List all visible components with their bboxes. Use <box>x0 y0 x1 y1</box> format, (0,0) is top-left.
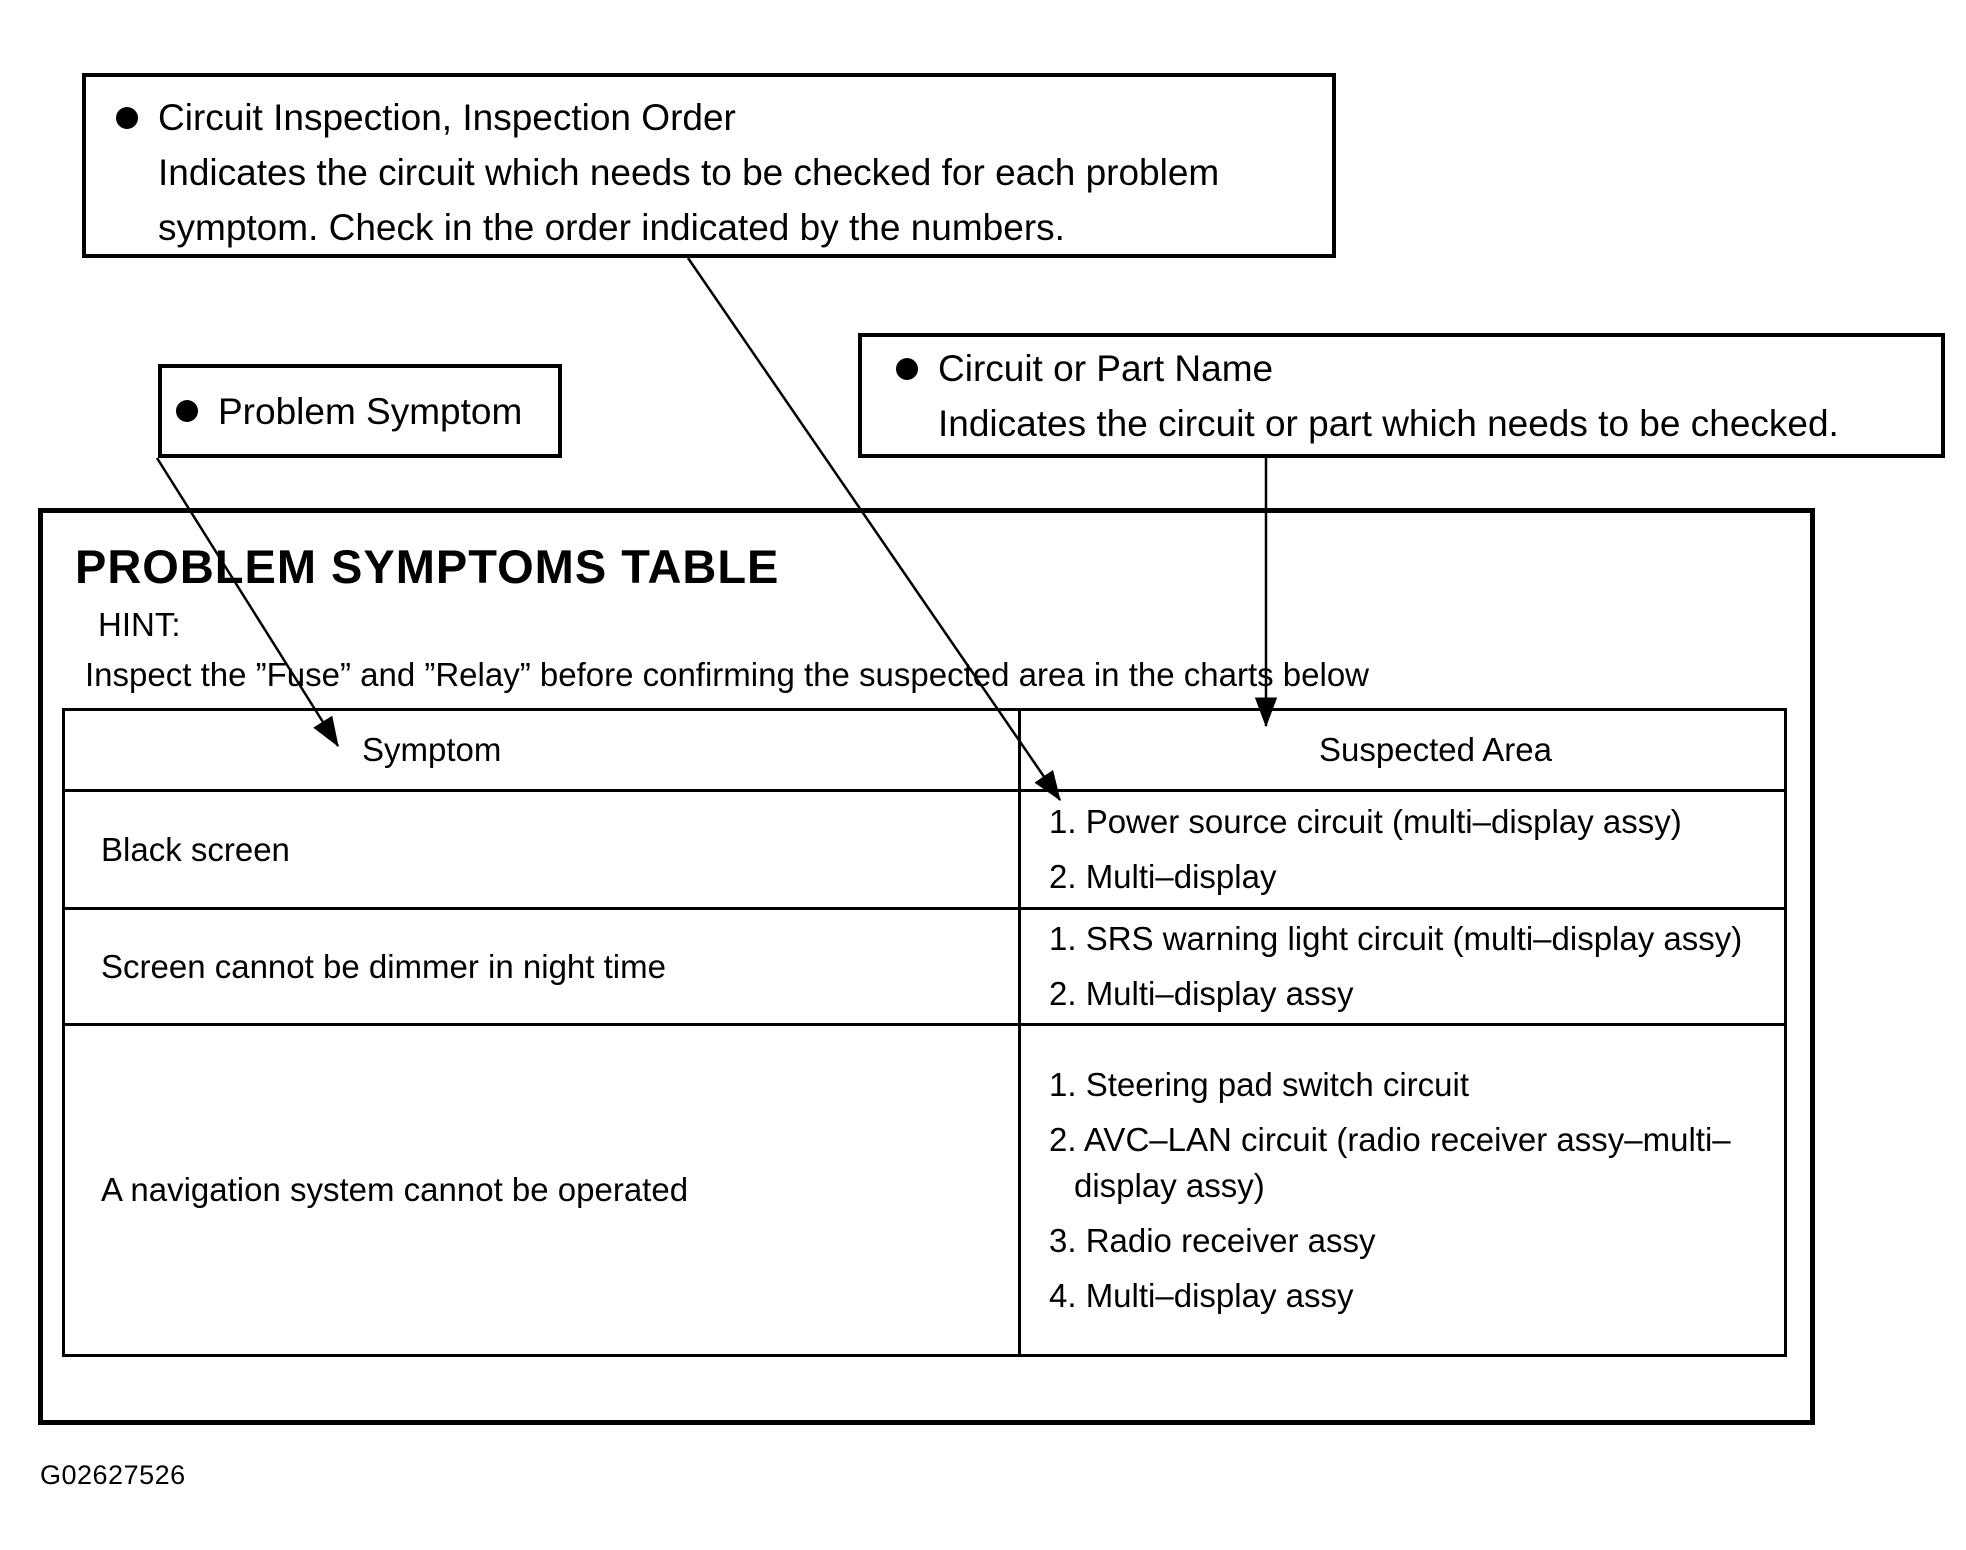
suspected-area-item: 1. Steering pad switch circuit <box>1049 1065 1470 1103</box>
bullet-icon <box>896 357 918 380</box>
table-header-suspected-area: Suspected Area <box>1021 711 1784 792</box>
bullet-icon <box>116 106 138 129</box>
callout-problem-symptom: Problem Symptom <box>158 364 562 458</box>
callout-inspection-desc-line2: symptom. Check in the order indicated by… <box>158 207 1065 248</box>
table-row-suspected-area: 1. SRS warning light circuit (multi–disp… <box>1021 910 1784 1026</box>
problem-symptoms-panel: PROBLEM SYMPTOMS TABLE HINT: Inspect the… <box>38 508 1815 1425</box>
suspected-area-item: 2. AVC–LAN circuit (radio receiver assy–… <box>1049 1120 1731 1158</box>
callout-inspection-title: Circuit Inspection, Inspection Order <box>158 97 736 138</box>
suspected-area-item: 4. Multi–display assy <box>1049 1276 1354 1314</box>
hint-label: HINT: <box>98 606 181 643</box>
callout-circuit-part-name: Circuit or Part Name Indicates the circu… <box>858 333 1945 458</box>
suspected-area-item: 2. Multi–display <box>1049 858 1277 895</box>
suspected-area-item-continuation: display assy) <box>1074 1166 1265 1204</box>
table-row-symptom: Screen cannot be dimmer in night time <box>65 910 1021 1026</box>
table-header-symptom: Symptom <box>65 711 1021 792</box>
suspected-area-item: 1. Power source circuit (multi–display a… <box>1049 803 1682 840</box>
table-row-suspected-area: 1. Power source circuit (multi–display a… <box>1021 792 1784 910</box>
suspected-area-item: 2. Multi–display assy <box>1049 975 1354 1012</box>
callout-circuit-desc-line1: Indicates the circuit or part which need… <box>938 403 1839 444</box>
callout-inspection-desc-line1: Indicates the circuit which needs to be … <box>158 152 1220 193</box>
figure-code: G02627526 <box>40 1460 186 1490</box>
suspected-area-item: 1. SRS warning light circuit (multi–disp… <box>1049 920 1743 957</box>
callout-problem-symptom-title: Problem Symptom <box>218 390 523 432</box>
table-row-symptom: Black screen <box>65 792 1021 910</box>
suspected-area-item: 3. Radio receiver assy <box>1049 1221 1376 1259</box>
callout-inspection-order: Circuit Inspection, Inspection Order Ind… <box>82 73 1336 258</box>
problem-symptoms-table: Symptom Suspected Area Black screen 1. P… <box>62 708 1787 1357</box>
table-row-suspected-area: 1. Steering pad switch circuit 2. AVC–LA… <box>1021 1026 1784 1354</box>
table-row-symptom: A navigation system cannot be operated <box>65 1026 1021 1354</box>
bullet-icon <box>176 400 198 422</box>
callout-circuit-title: Circuit or Part Name <box>938 348 1274 389</box>
page-title: PROBLEM SYMPTOMS TABLE <box>75 540 780 593</box>
hint-text: Inspect the ”Fuse” and ”Relay” before co… <box>85 656 1370 693</box>
